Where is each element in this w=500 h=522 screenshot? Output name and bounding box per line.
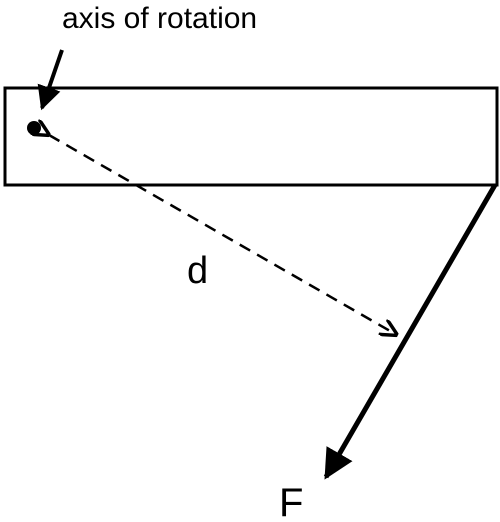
beam-rectangle [3,86,499,187]
axis-pointer-arrow [37,49,64,111]
distance-d-dashed-arrow [49,135,397,335]
axis-of-rotation-label: axis of rotation [62,2,257,35]
axis-point [27,121,41,135]
force-vector-arrow [323,183,498,480]
distance-label: d [187,250,208,292]
force-label: F [279,481,303,522]
